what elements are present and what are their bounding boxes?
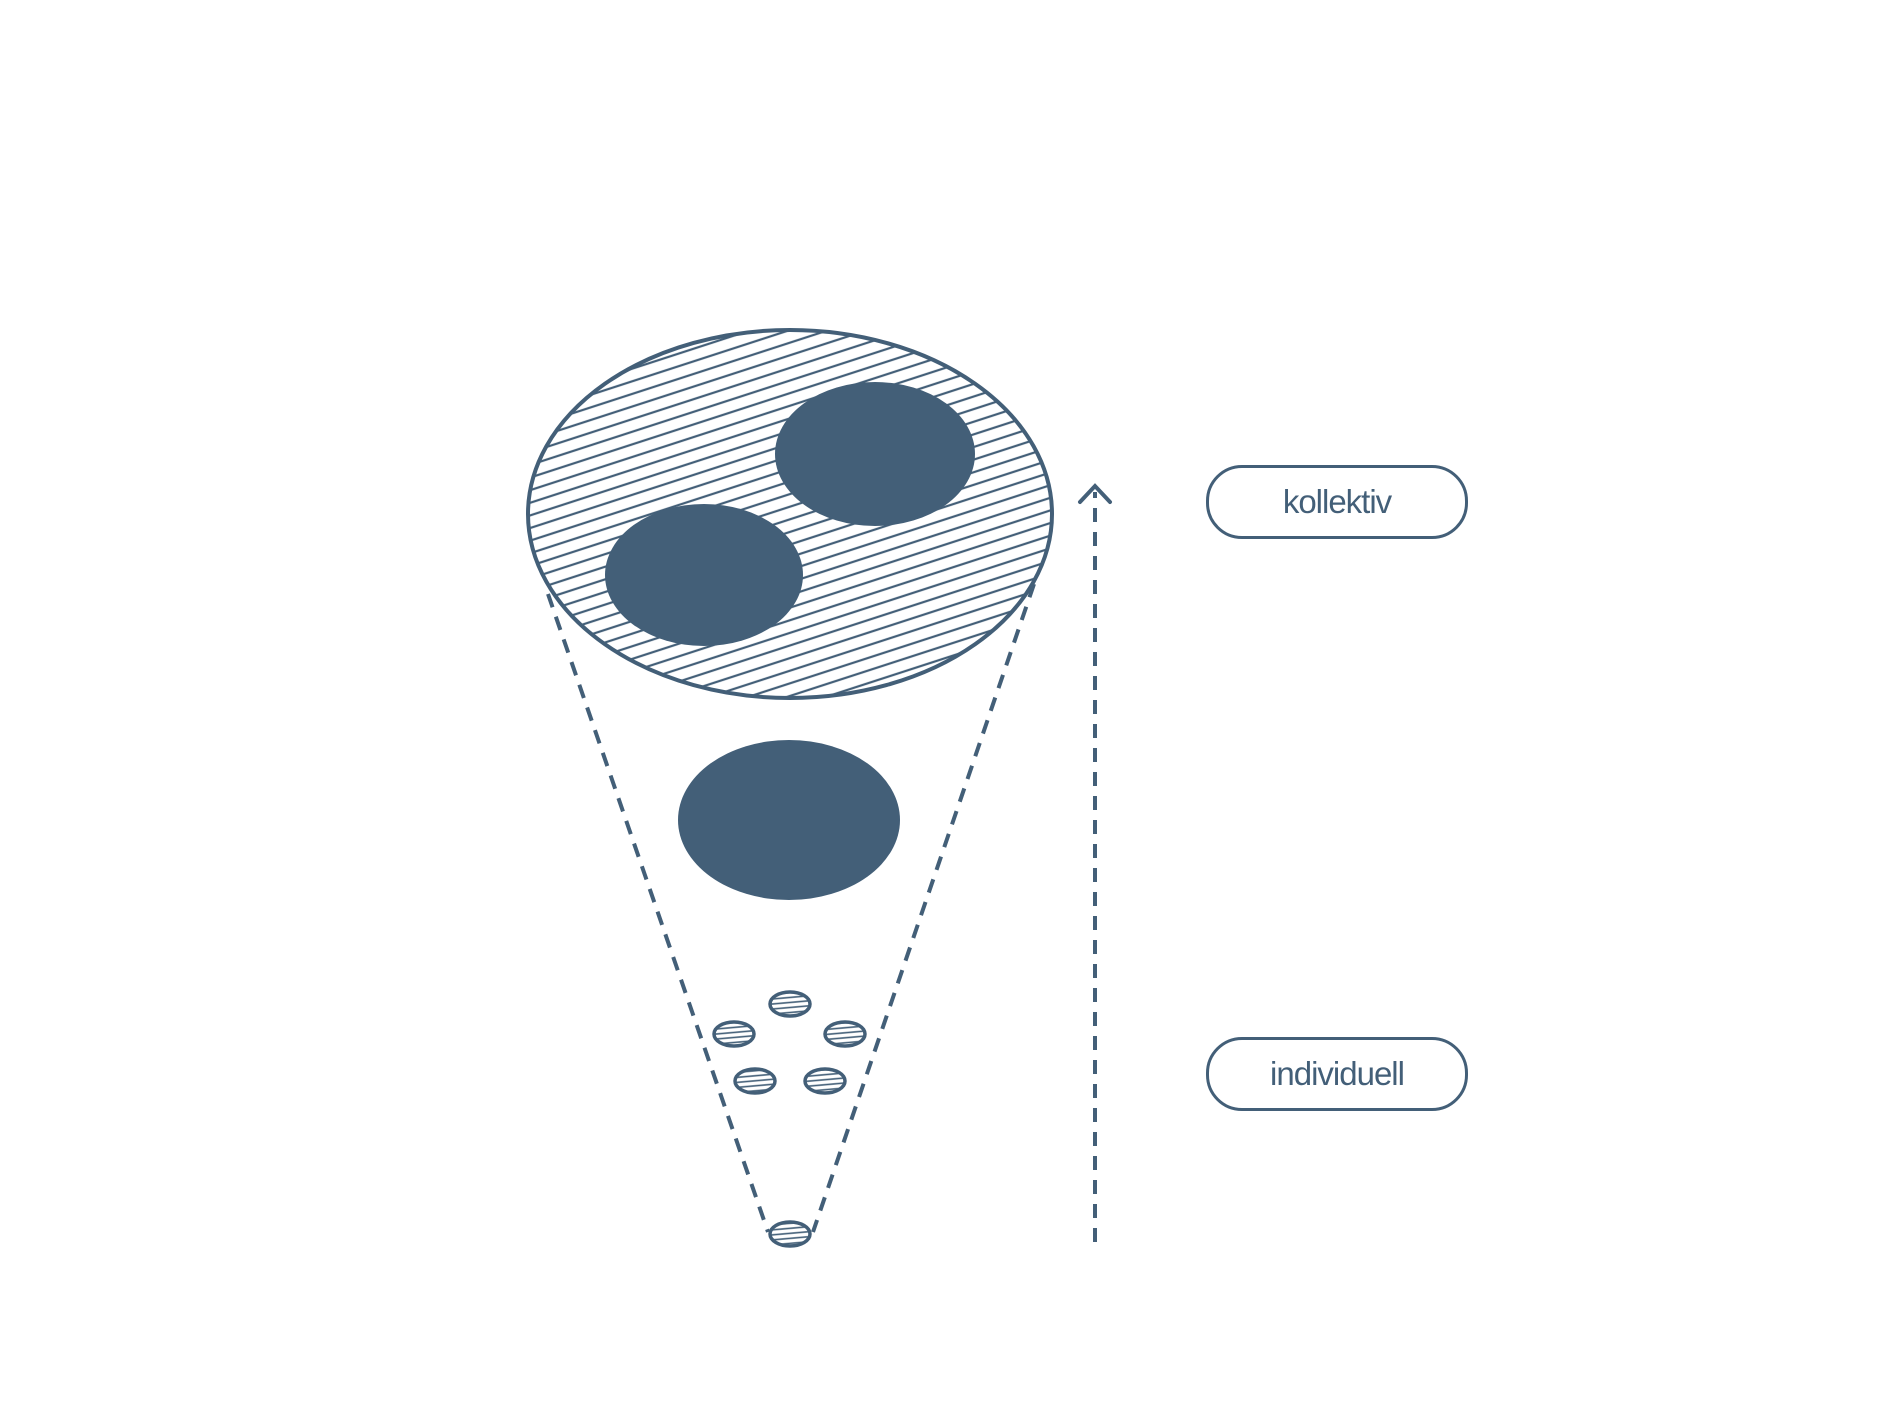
cone-left-edge: [546, 593, 770, 1233]
individual-ellipse: [712, 1020, 756, 1048]
arrow-up-icon: [1078, 483, 1112, 1242]
group-ellipse: [775, 382, 975, 526]
label-collective: kollektiv: [1206, 465, 1468, 539]
cone-right-edge: [811, 583, 1036, 1233]
individual-ellipse: [803, 1067, 847, 1095]
cone-tip-ellipse: [768, 1220, 812, 1248]
individual-ellipses: [712, 990, 867, 1248]
individual-ellipse: [768, 990, 812, 1018]
cone-outline: [546, 583, 1036, 1233]
group-ellipse: [605, 504, 803, 646]
individual-ellipse: [733, 1067, 777, 1095]
label-individual: individuell: [1206, 1037, 1468, 1111]
collective-top-ellipse: [526, 328, 1054, 700]
individual-ellipse: [823, 1020, 867, 1048]
group-ellipse-middle: [678, 740, 900, 900]
